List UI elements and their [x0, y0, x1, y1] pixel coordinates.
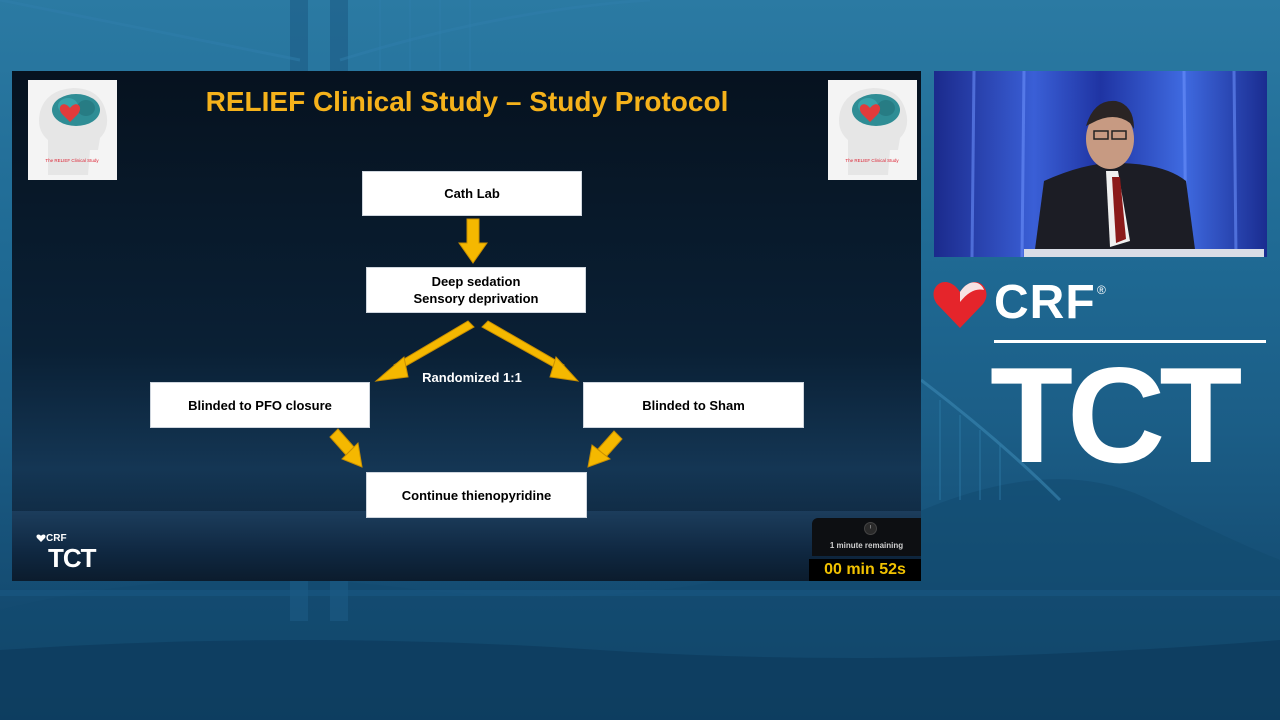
flow-box-label: Deep sedation — [431, 274, 521, 289]
flow-box-cath-lab: Cath Lab — [362, 171, 582, 216]
speaker-video-feed — [934, 71, 1267, 257]
brain-heart-icon: The RELIEF Clinical Study — [839, 88, 908, 175]
flow-box-label: Continue thienopyridine — [401, 487, 552, 503]
svg-text:The RELIEF Clinical Study: The RELIEF Clinical Study — [45, 158, 99, 163]
heart-icon — [36, 534, 46, 542]
brand-divider — [994, 340, 1266, 343]
slide-logo-tct: TCT — [48, 543, 97, 573]
slide-title: RELIEF Clinical Study – Study Protocol — [205, 86, 729, 117]
svg-text:The RELIEF Clinical Study: The RELIEF Clinical Study — [845, 158, 899, 163]
randomized-label: Randomized 1:1 — [422, 370, 522, 385]
flow-box-label: Blinded to Sham — [642, 397, 745, 413]
flow-box-label: Sensory deprivation — [413, 291, 539, 306]
clock-icon — [864, 522, 877, 535]
flow-box-sedation: Deep sedation Sensory deprivation — [366, 267, 586, 313]
relief-study-logo-left: The RELIEF Clinical Study — [28, 80, 117, 180]
relief-study-logo-right: The RELIEF Clinical Study — [828, 80, 917, 180]
flow-box-label: Blinded to PFO closure — [188, 397, 332, 413]
brand-tct-text: TCT — [990, 339, 1242, 491]
presentation-slide: The RELIEF Clinical Study The RELIEF Cli… — [12, 71, 921, 581]
slide-tct-logo: CRF TCT — [34, 531, 114, 576]
timer-notice: 1 minute remaining — [812, 518, 921, 556]
flow-box-sham: Blinded to Sham — [583, 382, 804, 428]
brand-crf-text: CRF — [994, 276, 1096, 329]
flow-box-continue: Continue thienopyridine — [366, 472, 587, 518]
brain-heart-icon: The RELIEF Clinical Study — [39, 88, 108, 175]
timer-countdown: 00 min 52s — [809, 559, 921, 581]
slide-logo-crf: CRF — [46, 533, 67, 544]
flow-box-pfo-closure: Blinded to PFO closure — [150, 382, 370, 428]
arrow-small-left — [329, 428, 363, 468]
slide-footer-band — [12, 511, 921, 581]
heart-icon — [933, 281, 987, 328]
flow-box-label: Cath Lab — [444, 186, 500, 201]
arrow-small-right — [587, 430, 623, 468]
arrow-down — [458, 218, 488, 264]
brand-registered-mark: ® — [1097, 283, 1106, 297]
timer-notice-text: 1 minute remaining — [829, 541, 904, 550]
